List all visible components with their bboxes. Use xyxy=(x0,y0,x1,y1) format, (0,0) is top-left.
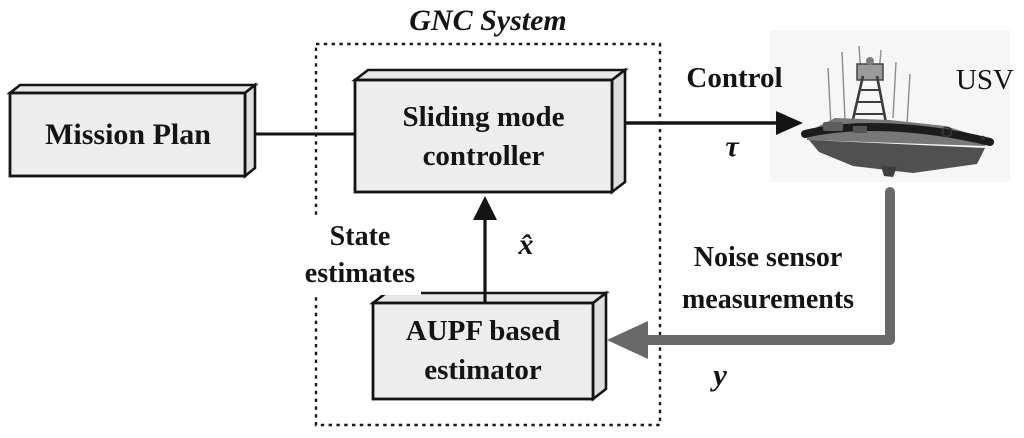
usv-boat-photo xyxy=(801,45,994,177)
sliding-mode-controller-label: Sliding mode controller xyxy=(402,101,565,172)
usv-label: USV xyxy=(955,63,1014,96)
tau-symbol: τ xyxy=(725,130,739,163)
mission-plan-box xyxy=(6,82,259,179)
noise-measurements-label: Noise sensor measurements xyxy=(681,242,855,315)
usv-hull xyxy=(801,118,994,177)
x-hat-symbol: x̂ xyxy=(518,228,534,261)
aupf-estimator-label: AUPF based estimator xyxy=(405,314,561,386)
state-estimate-arrow xyxy=(473,196,497,302)
aupf-estimator-box xyxy=(369,290,610,402)
gnc-system-dashed-boundary xyxy=(314,42,662,427)
control-signal-label: Control xyxy=(686,62,783,94)
state-estimates-label: State estimates xyxy=(299,217,421,295)
gnc-system-title: GNC System xyxy=(409,4,567,37)
feedback-arrow xyxy=(607,187,895,359)
y-symbol: y xyxy=(713,357,727,392)
usv-antennas xyxy=(827,45,911,127)
sliding-mode-controller-box xyxy=(351,67,629,195)
mission-plan-label: Mission Plan xyxy=(45,117,211,151)
control-arrow xyxy=(625,111,803,135)
